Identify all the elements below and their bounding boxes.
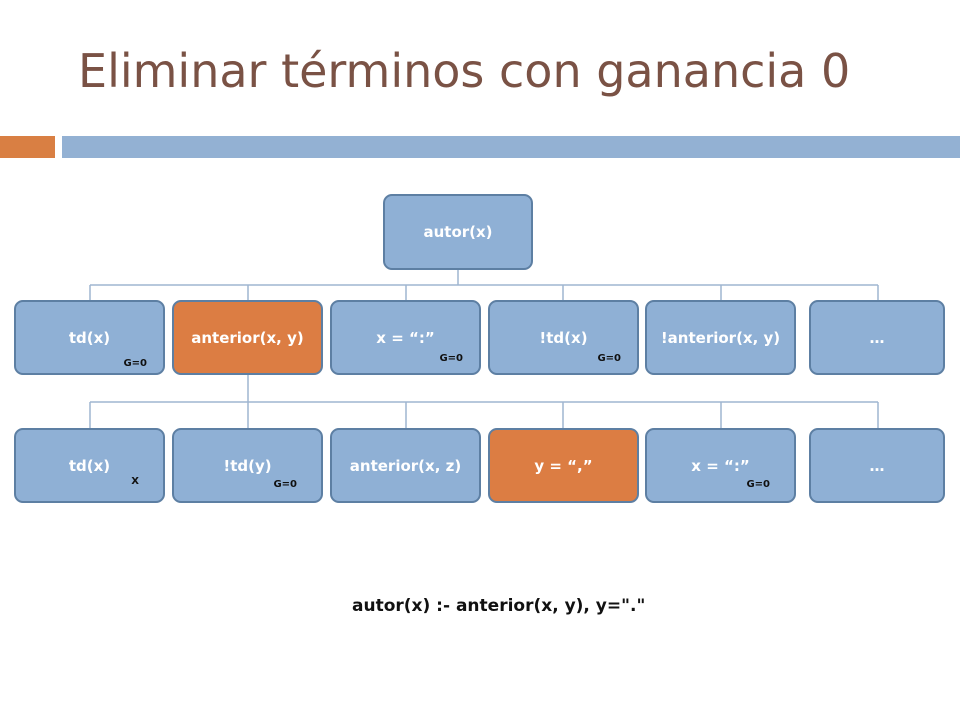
level2-node-not-td-y: !td(y) G=0 bbox=[172, 428, 323, 503]
gain-label: G=0 bbox=[597, 353, 621, 364]
node-label: !td(y) bbox=[223, 456, 272, 475]
page-title: Eliminar términos con ganancia 0 bbox=[78, 44, 851, 98]
level1-node-not-anterior-x-y: !anterior(x, y) bbox=[645, 300, 796, 375]
level2-node-td-x: td(x) X bbox=[14, 428, 165, 503]
gain-label: G=0 bbox=[273, 479, 297, 490]
node-label: x = “:” bbox=[376, 328, 435, 347]
gain-label: G=0 bbox=[123, 358, 147, 369]
level1-node-anterior-x-y: anterior(x, y) bbox=[172, 300, 323, 375]
level2-node-x-colon: x = “:” G=0 bbox=[645, 428, 796, 503]
level1-node-not-td-x: !td(x) G=0 bbox=[488, 300, 639, 375]
node-label: anterior(x, z) bbox=[349, 456, 462, 475]
node-label: x = “:” bbox=[691, 456, 750, 475]
node-label: td(x) bbox=[68, 328, 111, 347]
level1-node-x-colon: x = “:” G=0 bbox=[330, 300, 481, 375]
node-label: … bbox=[869, 456, 885, 475]
level1-node-td-x: td(x) G=0 bbox=[14, 300, 165, 375]
node-label: autor(x) bbox=[423, 223, 493, 241]
node-label: y = “,” bbox=[534, 456, 593, 475]
node-label: !anterior(x, y) bbox=[660, 328, 781, 347]
level1-node-ellipsis: … bbox=[809, 300, 945, 375]
node-label: !td(x) bbox=[539, 328, 588, 347]
title-underline-bar bbox=[62, 136, 960, 158]
node-label: anterior(x, y) bbox=[191, 328, 304, 347]
level2-node-y-comma: y = “,” bbox=[488, 428, 639, 503]
gain-label: X bbox=[131, 476, 139, 487]
node-label: td(x) bbox=[68, 456, 111, 475]
level2-node-ellipsis: … bbox=[809, 428, 945, 503]
gain-label: G=0 bbox=[746, 479, 770, 490]
gain-label: G=0 bbox=[439, 353, 463, 364]
tree-root-node: autor(x) bbox=[383, 194, 533, 270]
node-label: … bbox=[869, 328, 885, 347]
level2-node-anterior-x-z: anterior(x, z) bbox=[330, 428, 481, 503]
learned-rule: autor(x) :- anterior(x, y), y="." bbox=[352, 596, 646, 616]
title-accent-bar bbox=[0, 136, 55, 158]
